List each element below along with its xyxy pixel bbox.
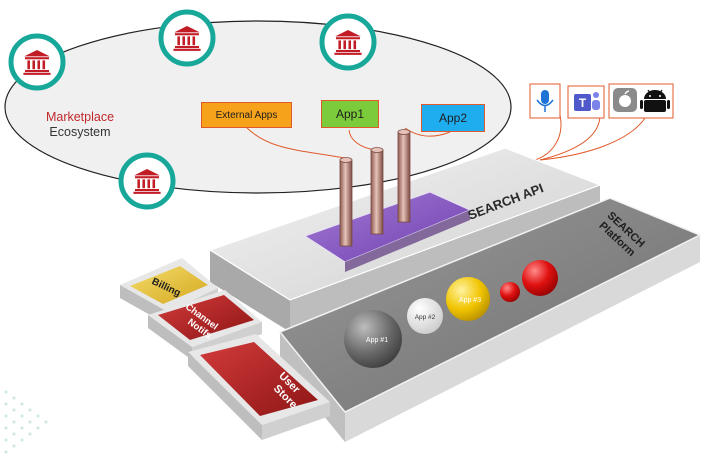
search-api-platform (208, 147, 602, 332)
mic-icon-box (529, 83, 561, 119)
bank-node-2 (158, 9, 216, 67)
external-apps-box: External Apps (201, 102, 292, 128)
microphone-icon (536, 90, 554, 112)
apple-icon (613, 88, 637, 112)
marketplace-ecosystem-label: Marketplace Ecosystem (30, 110, 130, 140)
ecosystem-title-line1: Marketplace (45, 110, 115, 124)
app1-label: App1 (335, 107, 365, 121)
ecosystem-title-line2: Ecosystem (49, 125, 111, 139)
bubble-app2-label: App #2 (415, 314, 436, 321)
app-bubbles (344, 260, 558, 368)
bubble-app3-label: App #3 (459, 297, 481, 304)
app2-box: App2 (421, 104, 485, 132)
app2-label: App2 (438, 111, 468, 125)
os-icons-box (608, 83, 674, 119)
decorative-dots (4, 390, 48, 454)
bubble-app1-label: App #1 (366, 337, 388, 344)
connector-pipes (339, 129, 411, 247)
bank-node-1 (8, 33, 66, 91)
android-icon (640, 89, 670, 112)
teams-icon: T (574, 92, 600, 111)
bank-node-3 (319, 13, 377, 71)
bubble-app1 (344, 310, 402, 368)
app1-box: App1 (321, 100, 379, 128)
app-connectors (246, 114, 646, 161)
bank-node-4 (118, 152, 176, 210)
bubble-large-red (522, 260, 558, 296)
svg-text:T: T (579, 96, 587, 110)
bubble-small-red (500, 282, 520, 302)
teams-icon-box: T (567, 85, 605, 119)
external-apps-label: External Apps (215, 109, 278, 121)
bubble-app2 (407, 298, 443, 334)
bubble-app3 (446, 277, 490, 321)
channel-notifs-box (148, 290, 262, 360)
user-store-box (188, 334, 330, 440)
